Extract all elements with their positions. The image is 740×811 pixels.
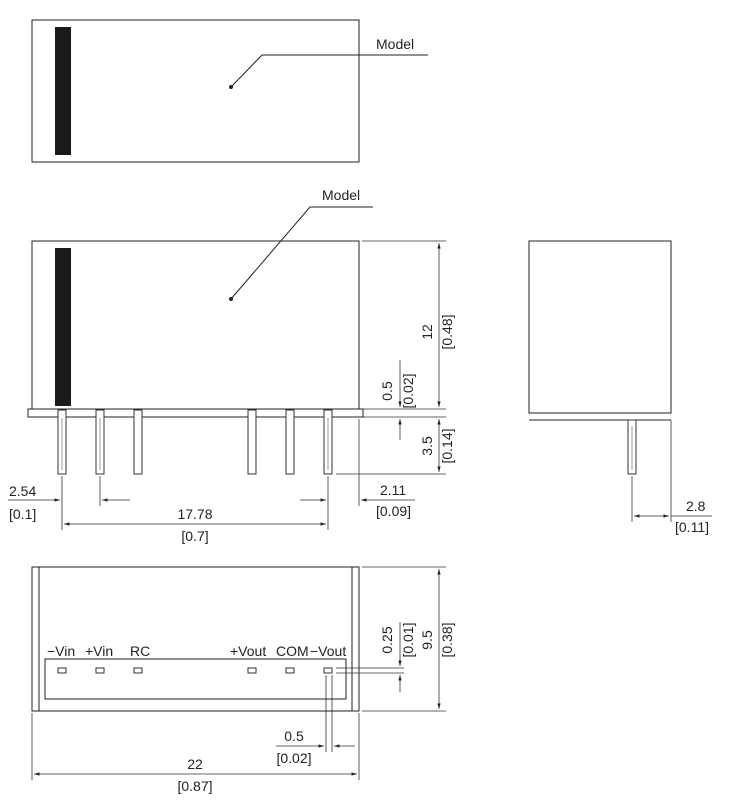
- side-pin-value: 2.8: [686, 498, 706, 514]
- pin-offset-value: 2.11: [380, 482, 406, 498]
- bottom-outline: [31, 566, 360, 712]
- depth-value-in: [0.38]: [439, 622, 455, 657]
- front-marking-stripe: [55, 248, 71, 406]
- side-pin-value-in: [0.11]: [675, 519, 709, 535]
- front-pin-4: [247, 409, 257, 475]
- pitch-value: 2.54: [9, 483, 36, 499]
- top-view-outline: [31, 19, 360, 163]
- front-body: [31, 240, 360, 410]
- bottom-pin-4: [247, 667, 257, 674]
- pad-offset-value: 0.25: [379, 626, 395, 653]
- pin-length-value: 3.5: [419, 436, 435, 456]
- front-view: Model 12 [0.48] 0.5 [0.02] 3.5 [0.14]: [8, 187, 455, 544]
- top-view-marking-stripe: [55, 27, 71, 155]
- pin-width-value: 0.5: [284, 728, 304, 744]
- pin-offset-value-in: [0.09]: [376, 503, 411, 519]
- front-pin-3: [133, 409, 143, 475]
- bottom-pin-6: [323, 667, 333, 674]
- standoff-value-in: [0.02]: [400, 373, 416, 408]
- bottom-pin-3: [133, 667, 143, 674]
- height-value-in: [0.48]: [439, 314, 455, 349]
- height-value: 12: [419, 324, 435, 340]
- bottom-view: −Vin +Vin RC +Vout COM −Vout 0.25 [0.01]…: [31, 566, 455, 794]
- span-value: 17.78: [177, 506, 212, 522]
- top-model-leader: [230, 54, 428, 88]
- pin-label-com: COM: [276, 643, 309, 659]
- pin-hatching: [61, 418, 329, 470]
- front-base: [27, 408, 364, 418]
- pitch-value-in: [0.1]: [9, 506, 36, 522]
- bottom-pin-2: [95, 667, 105, 674]
- pad-offset-value-in: [0.01]: [400, 622, 416, 657]
- front-model-label: Model: [322, 187, 360, 203]
- bottom-inner-outline: [38, 566, 353, 712]
- bottom-pin-5: [285, 667, 295, 674]
- pin-label-plus-vin: +Vin: [85, 643, 113, 659]
- pin-length-value-in: [0.14]: [439, 428, 455, 463]
- depth-value: 9.5: [419, 630, 435, 650]
- side-view: 2.8 [0.11]: [528, 240, 712, 535]
- length-value-in: [0.87]: [177, 778, 212, 794]
- pin-width-value-in: [0.02]: [276, 750, 311, 766]
- top-view: Model: [31, 19, 428, 163]
- pin-label-minus-vout: −Vout: [310, 643, 346, 659]
- bottom-pin-row: [44, 658, 347, 700]
- bottom-pin-1: [57, 667, 67, 674]
- pin-label-rc: RC: [130, 643, 150, 659]
- span-value-in: [0.7]: [181, 528, 208, 544]
- front-model-leader: [230, 206, 373, 300]
- pin-label-minus-vin: −Vin: [47, 643, 75, 659]
- top-model-label: Model: [376, 36, 414, 52]
- pin-label-plus-vout: +Vout: [230, 643, 266, 659]
- standoff-value: 0.5: [379, 381, 395, 401]
- front-pin-5: [285, 409, 295, 475]
- length-value: 22: [187, 756, 203, 772]
- side-body: [528, 240, 672, 414]
